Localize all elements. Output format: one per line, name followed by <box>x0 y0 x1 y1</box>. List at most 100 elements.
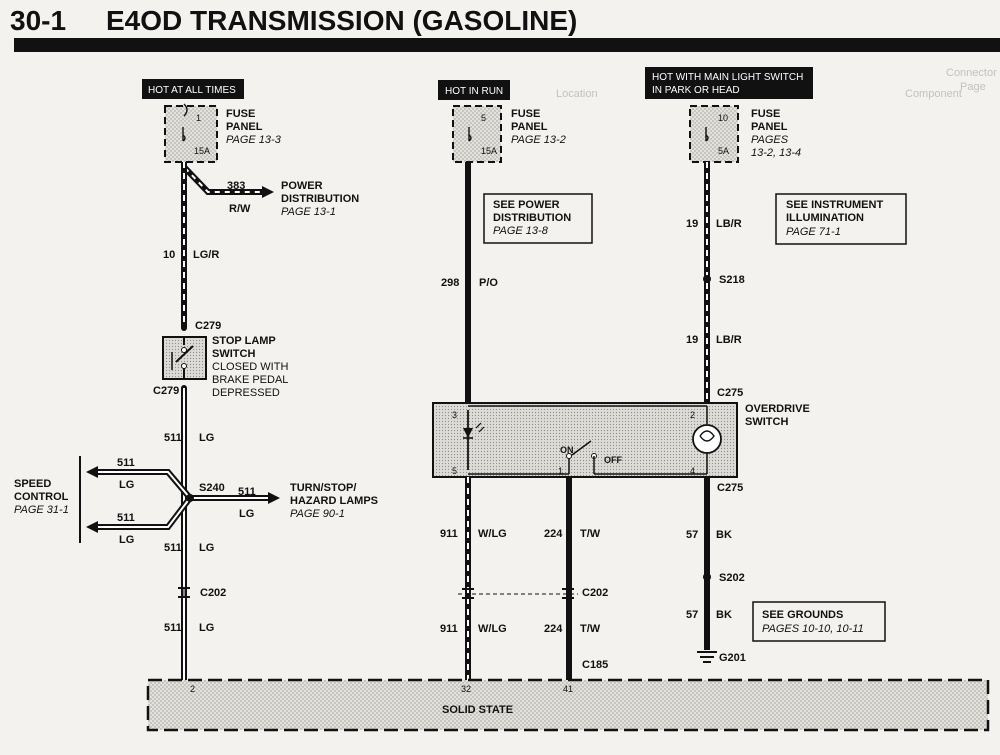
see-grounds-box <box>752 601 886 642</box>
fuse-1-label-1: FUSE <box>226 108 255 120</box>
wire-224-b-color: T/W <box>580 623 601 635</box>
wire-911-b-color: W/LG <box>478 623 507 635</box>
splice-s240 <box>186 494 194 502</box>
pin-1: 1 <box>558 466 563 476</box>
wire-511-f-color: LG <box>199 622 214 634</box>
wire-511-a-color: LG <box>199 432 214 444</box>
speed-control-l1: SPEED <box>14 478 51 490</box>
wire-19-a-number: 19 <box>686 218 698 230</box>
stop-lamp-l2: SWITCH <box>212 348 255 360</box>
c202-left-label: C202 <box>200 587 226 599</box>
ghost-component: Component <box>905 88 962 100</box>
ghost-page: Page <box>960 81 986 93</box>
fuse-10-label-1: FUSE <box>751 108 780 120</box>
wire-511-e-color: LG <box>199 542 214 554</box>
c202-left <box>178 587 190 598</box>
wire-10-number: 10 <box>163 249 175 261</box>
splice-s202-label: S202 <box>719 572 745 584</box>
tag-hot-light <box>645 67 813 99</box>
see-power-page: PAGE 13-8 <box>493 225 549 237</box>
fuse-5-label-1: FUSE <box>511 108 540 120</box>
fuse-5-label-2: PANEL <box>511 121 548 133</box>
tag-hot-always <box>142 79 244 99</box>
tag-hot-light-text2: IN PARK OR HEAD <box>652 85 740 96</box>
page-title: E4OD TRANSMISSION (GASOLINE) <box>106 5 577 36</box>
wire-511-b-number: 511 <box>117 457 135 469</box>
fuse-5-amp: 15A <box>481 146 497 156</box>
fuse-10-label-2: PANEL <box>751 121 788 133</box>
pin-2-solid-state: 2 <box>190 684 195 694</box>
stop-lamp-l4: BRAKE PEDAL <box>212 374 288 386</box>
c279-bottom-label: C279 <box>153 385 179 397</box>
c279-top-label: C279 <box>195 320 221 332</box>
wire-911-b-number: 911 <box>440 623 458 635</box>
stop-lamp-l5: DEPRESSED <box>212 387 280 399</box>
fuse-1-amp: 15A <box>194 146 210 156</box>
overdrive-switch <box>432 402 738 478</box>
see-instrument-box <box>775 193 907 245</box>
splice-s218-label: S218 <box>719 274 745 286</box>
ghost-location: Location <box>556 88 598 100</box>
od-switch-off: OFF <box>604 455 622 465</box>
wire-19-b-color: LB/R <box>716 334 742 346</box>
see-instr-l1: SEE INSTRUMENT <box>786 199 883 211</box>
wire-224-b-number: 224 <box>544 623 563 635</box>
solid-state-module <box>146 678 990 732</box>
wire-10-color: LG/R <box>193 249 219 261</box>
section-number: 30-1 <box>10 5 66 36</box>
pin-5: 5 <box>452 466 457 476</box>
wire-224-a-number: 224 <box>544 528 563 540</box>
wire-224-a-color: T/W <box>580 528 601 540</box>
wire-383: 383 <box>227 180 245 192</box>
turn-stop-page: PAGE 90-1 <box>290 508 345 520</box>
wire-511-d-number: 511 <box>238 486 256 498</box>
fuse-1-number: 1 <box>196 113 201 123</box>
see-instr-l2: ILLUMINATION <box>786 212 864 224</box>
c185-label: C185 <box>582 659 608 671</box>
fuse-5-number: 5 <box>481 113 486 123</box>
wire-298-color: P/O <box>479 277 498 289</box>
splice-s240-label: S240 <box>199 482 225 494</box>
c275-bottom-label: C275 <box>717 482 743 494</box>
stop-lamp-l3: CLOSED WITH <box>212 361 288 373</box>
background-bleed-text: Component Location Connector Page <box>556 67 997 100</box>
wire-511-c-number: 511 <box>117 512 135 524</box>
pin-32: 32 <box>461 684 471 694</box>
power-dist-page: PAGE 13-1 <box>281 206 336 218</box>
wire-19-a-color: LB/R <box>716 218 742 230</box>
wire-57-a-color: BK <box>716 529 732 541</box>
tag-hot-always-text: HOT AT ALL TIMES <box>148 85 236 96</box>
stop-lamp-l1: STOP LAMP <box>212 335 276 347</box>
fuse-5-page: PAGE 13-2 <box>511 134 566 146</box>
splice-s218 <box>703 275 711 283</box>
c275-top-label: C275 <box>717 387 743 399</box>
see-power-box <box>483 193 593 244</box>
pin-3: 3 <box>452 410 457 420</box>
fuse-10-page: PAGES <box>751 134 789 146</box>
wire-511-b-color: LG <box>119 479 134 491</box>
speed-control-l2: CONTROL <box>14 491 69 503</box>
speed-control-branches <box>79 456 280 543</box>
tag-hot-run <box>438 80 510 100</box>
see-grounds-l1: SEE GROUNDS <box>762 609 843 621</box>
wire-511-d-color: LG <box>239 508 254 520</box>
wire-911-a-number: 911 <box>440 528 458 540</box>
overdrive-l1: OVERDRIVE <box>745 403 810 415</box>
power-distribution-branch <box>182 165 274 198</box>
fuse-1: 1 15A <box>164 103 218 163</box>
fuse-1-label-2: PANEL <box>226 121 263 133</box>
tag-hot-run-text: HOT IN RUN <box>445 86 503 97</box>
ghost-connector: Connector <box>946 67 997 79</box>
see-instr-page: PAGE 71-1 <box>786 226 841 238</box>
pin-41: 41 <box>563 684 573 694</box>
fuse-10: 10 5A <box>689 105 739 163</box>
see-grounds-page: PAGES 10-10, 10-11 <box>762 623 864 635</box>
wire-57-a-number: 57 <box>686 529 698 541</box>
ground-g201-symbol <box>697 651 717 663</box>
fuse-1-page: PAGE 13-3 <box>226 134 282 146</box>
tag-hot-light-text1: HOT WITH MAIN LIGHT SWITCH <box>652 72 803 83</box>
c202-middle <box>458 588 578 599</box>
stop-lamp-switch <box>162 336 207 380</box>
